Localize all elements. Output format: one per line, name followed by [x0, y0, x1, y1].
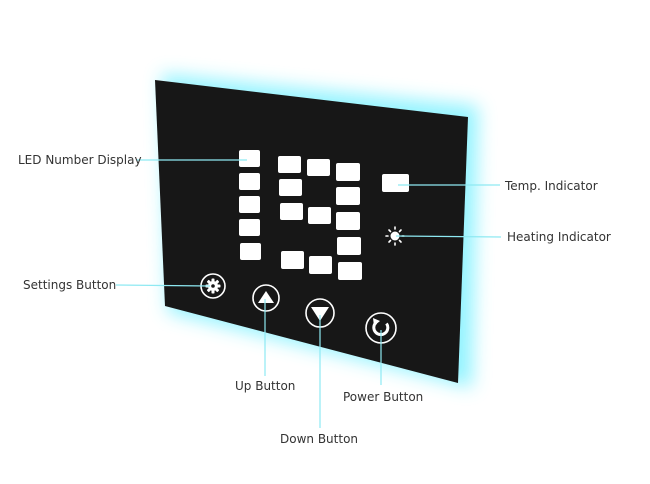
led-number-display	[239, 150, 362, 280]
callout-line-settings	[115, 284, 211, 287]
callout-lines	[115, 159, 502, 428]
triangle-up-icon	[258, 291, 274, 303]
led-segment	[338, 262, 362, 280]
power-button-label: Power Button	[343, 390, 424, 404]
up-button-label: Up Button	[235, 379, 296, 393]
led-segment	[336, 212, 360, 230]
power-refresh-icon	[372, 318, 390, 337]
led-segment	[280, 203, 303, 220]
gear-icon	[205, 278, 221, 294]
led-segment	[279, 179, 302, 196]
triangle-down-icon	[311, 307, 329, 321]
led-segment	[307, 159, 330, 176]
led-segment	[240, 243, 261, 260]
led-segment	[336, 163, 360, 181]
temp-indicator	[382, 174, 409, 192]
heating-indicator-label: Heating Indicator	[507, 230, 611, 244]
led-segment	[309, 256, 332, 274]
down-button-label: Down Button	[280, 432, 359, 446]
led-segment	[337, 237, 361, 255]
callout-line-heating	[395, 235, 502, 238]
led-segment	[239, 150, 260, 167]
led-segment	[336, 187, 360, 205]
up-button[interactable]	[252, 284, 280, 312]
led-segment	[239, 219, 260, 236]
down-button[interactable]	[305, 298, 335, 328]
led-segment	[239, 173, 260, 190]
led-segment	[239, 196, 260, 213]
thermostat-panel	[155, 80, 468, 383]
temp-indicator-label: Temp. Indicator	[505, 179, 598, 193]
led-segment	[308, 207, 331, 224]
led-segment	[278, 156, 301, 173]
settings-button-label: Settings Button	[23, 278, 117, 292]
led-display-label: LED Number Display	[18, 153, 142, 167]
led-segment	[281, 251, 304, 269]
